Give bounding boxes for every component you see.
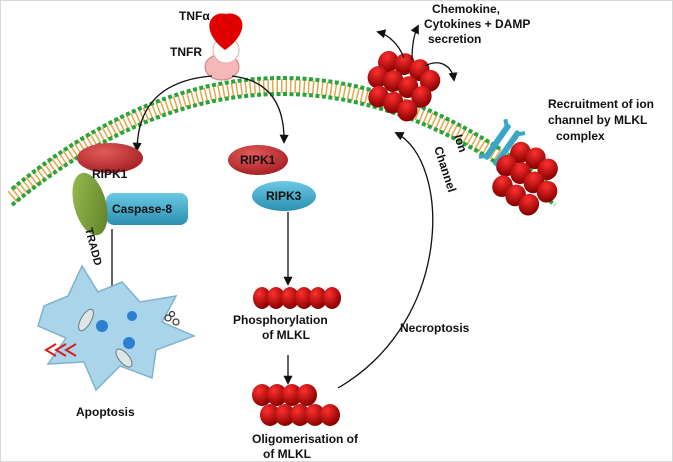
apoptotic-cell — [37, 264, 197, 392]
ion-channel — [478, 118, 526, 172]
ripk1-left-label: RIPK1 — [92, 167, 128, 181]
mlkl-ion-complex — [492, 141, 558, 216]
recruitment-label-line2: channel by MLKL — [548, 113, 647, 127]
secretion-arrow-up — [410, 24, 419, 61]
secretion-arrow-left — [376, 29, 405, 59]
phosphorylation-label-line2: of MLKL — [262, 328, 310, 342]
necroptosis-label: Necroptosis — [400, 321, 470, 335]
oligomerisation-label-line2: of MLKL — [263, 447, 311, 461]
ripk1-mid-label: RIPK1 — [240, 153, 276, 167]
ion-channel-label-line1: Ion — [451, 133, 470, 154]
arrow-tnfr-to-necrosome — [231, 75, 289, 144]
oligomer-mlkl — [252, 384, 340, 426]
ripk1-tradd-caspase8-complex — [72, 143, 188, 236]
secretion-label-line1: Chemokine, — [432, 2, 500, 16]
secretion-arrow-right — [424, 62, 458, 82]
recruitment-label-line1: Recruitment of ion — [548, 97, 654, 111]
necroptosis-arrow — [337, 132, 434, 389]
oligomerisation-label-line1: Oligomerisation of — [252, 432, 359, 446]
apoptosis-label: Apoptosis — [76, 405, 135, 419]
tnfr-label: TNFR — [170, 45, 202, 59]
ripk1-ripk3-necrosome — [228, 145, 316, 211]
caspase8-label: Caspase-8 — [112, 202, 172, 216]
tnf-alpha-ligand — [209, 13, 243, 50]
recruitment-label-line3: complex — [556, 129, 605, 143]
arrow-tnfr-to-apoptosis-complex — [132, 75, 213, 152]
secretion-label-line2: Cytokines + DAMP — [424, 17, 530, 31]
ripk3-label: RIPK3 — [266, 189, 302, 203]
secretion-label-line3: secretion — [428, 32, 481, 46]
tnf-alpha-label: TNFα — [179, 9, 210, 23]
mlkl-pore-cluster — [367, 50, 441, 122]
phosphorylation-label-line1: Phosphorylation — [233, 313, 328, 327]
ion-channel-label-line2: Channel — [431, 145, 459, 194]
phospho-mlkl-chain — [253, 287, 341, 309]
